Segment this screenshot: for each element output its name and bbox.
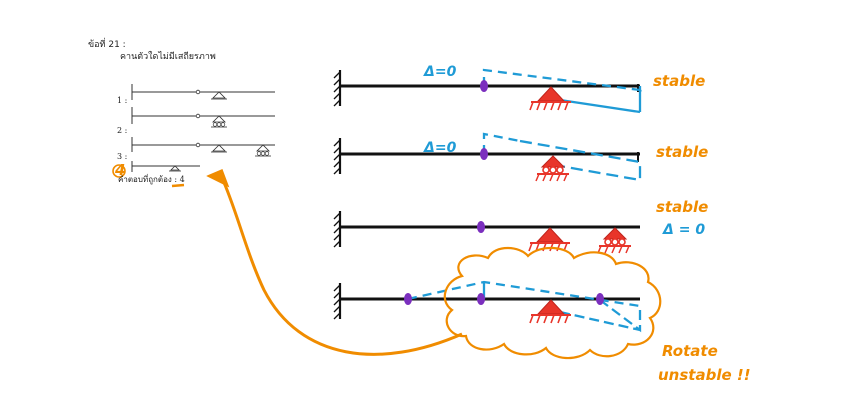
question-number: ข้อที่ 21 :	[88, 37, 126, 50]
fixed-support-1	[332, 68, 342, 108]
beam-2: Δ=0 stable	[332, 132, 708, 182]
option-beam-2	[131, 107, 275, 128]
answer-underline	[171, 183, 185, 188]
pin-support-1	[529, 86, 572, 111]
beam-3: stable Δ = 0	[332, 198, 708, 254]
pin-support-4	[529, 299, 572, 324]
arrow-head	[206, 169, 230, 188]
option-label-4: 4	[114, 161, 125, 179]
beam-1: Δ=0 stable	[332, 64, 705, 114]
deflection-line-1	[482, 68, 642, 92]
unstable-label: unstable !!	[658, 366, 751, 384]
delta-label-2: Δ=0	[423, 140, 457, 156]
option-label-2: 2 :	[117, 126, 127, 135]
stable-label-1: stable	[653, 72, 705, 90]
answer-circle	[112, 164, 126, 178]
hinge-3	[477, 221, 485, 233]
stable-label-3: stable	[656, 198, 708, 216]
question-panel: ข้อที่ 21 : คานตัวใดไม่มีเสถียรภาพ 1 : 2…	[88, 37, 275, 188]
stable-label-2: stable	[656, 143, 708, 161]
deflection-line-2	[482, 132, 521, 154]
deflection-line-4	[407, 280, 641, 308]
roller-support-2	[535, 155, 570, 182]
roller-support-3	[597, 227, 632, 254]
fixed-support-3	[332, 209, 342, 249]
hinge-4c	[596, 293, 604, 305]
option-label-3: 3 :	[117, 152, 127, 161]
question-prompt: คานตัวใดไม่มีเสถียรภาพ	[120, 51, 216, 62]
delta-label-1: Δ=0	[423, 64, 457, 80]
rotate-label: Rotate	[662, 342, 718, 360]
answer-text: คำตอบที่ถูกต้อง : 4	[118, 173, 185, 185]
option-label-1: 1 :	[117, 96, 127, 105]
hinge-4b	[477, 293, 485, 305]
option-beam-4	[131, 161, 200, 172]
option-beam-1	[131, 84, 275, 100]
beam-4	[332, 280, 642, 333]
delta-label-3: Δ = 0	[662, 222, 705, 238]
highlight-cloud	[443, 246, 662, 360]
fixed-support-2	[332, 136, 342, 176]
arrow-to-answer	[220, 177, 463, 356]
hinge-2	[480, 148, 488, 160]
option-beam-3	[131, 137, 275, 157]
hinge-4a	[404, 293, 412, 305]
fixed-support-4	[332, 281, 342, 321]
hinge-1	[480, 80, 488, 92]
